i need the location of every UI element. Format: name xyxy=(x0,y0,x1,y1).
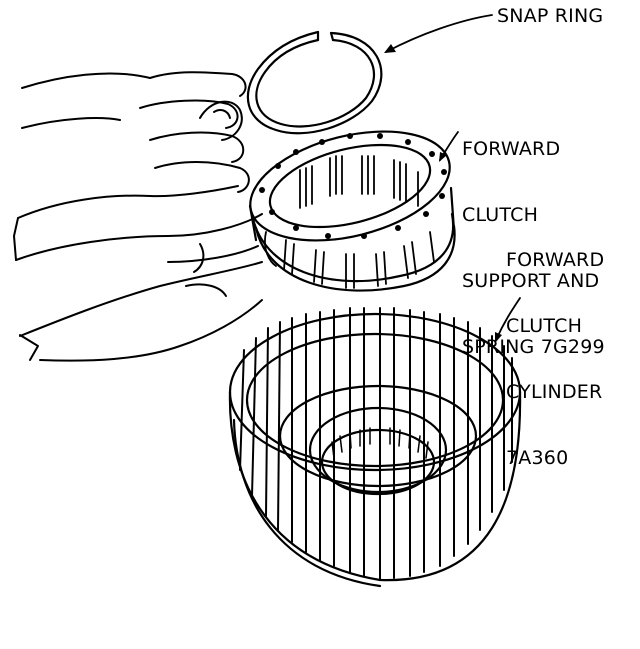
forward-clutch-support-label: FORWARD CLUTCH SUPPORT AND SPRING 7G299 xyxy=(462,94,605,402)
support-label-line: SUPPORT AND xyxy=(462,270,600,292)
cylinder-label-line: CYLINDER xyxy=(506,381,603,403)
support-label-line: FORWARD xyxy=(462,138,561,160)
cylinder-label-line: FORWARD xyxy=(506,249,605,271)
cylinder-label-line: CLUTCH xyxy=(506,315,583,337)
snap-ring-label: SNAP RING xyxy=(497,5,604,27)
forward-clutch-cylinder xyxy=(228,307,522,588)
forward-clutch-support xyxy=(248,130,456,292)
cylinder-label-line: 7A360 xyxy=(506,447,569,469)
forward-clutch-cylinder-label: FORWARD CLUTCH CYLINDER 7A360 xyxy=(506,205,604,513)
hands-holding-support xyxy=(13,71,263,362)
support-label-line: CLUTCH xyxy=(462,204,539,226)
leader-arrowheads xyxy=(384,44,502,343)
support-label-line: SPRING 7G299 xyxy=(462,336,605,358)
snap-ring xyxy=(246,30,383,135)
